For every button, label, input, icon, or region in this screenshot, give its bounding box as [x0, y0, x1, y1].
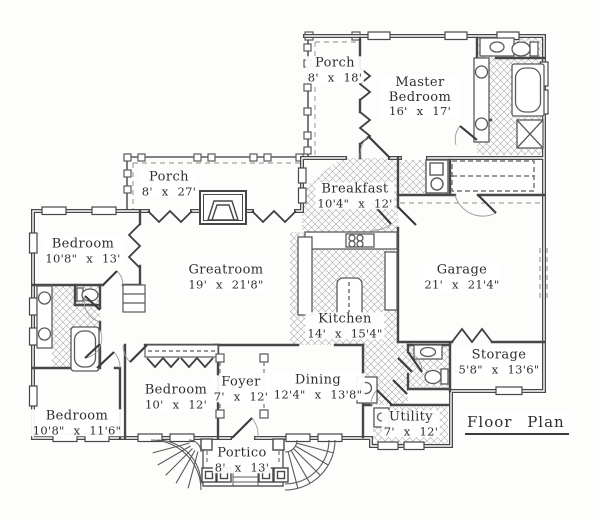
closet-shelves — [122, 160, 535, 358]
doors — [83, 125, 497, 439]
curved-stairs — [150, 439, 336, 491]
kitchen-fixtures — [297, 231, 398, 323]
label-breakfast: Breakfast 10'4" x 12' — [315, 181, 395, 210]
label-kitchen: Kitchen 14' x 15'4" — [305, 311, 385, 340]
label-porch-rear: Porch 8' x 27' — [139, 169, 199, 198]
label-utility: Utility 7' x 12' — [381, 409, 441, 438]
garage-dashes — [400, 202, 548, 300]
hall-bath-fixtures — [413, 344, 449, 385]
label-dining: Dining 12'4" x 13'8" — [271, 372, 365, 401]
plan-title: Floor Plan — [465, 413, 569, 435]
fireplace — [199, 190, 247, 225]
left-bath-fixtures — [36, 285, 100, 372]
label-porch-upper: Porch 8' x 18' — [305, 55, 365, 84]
label-bedroom-left: Bedroom 10'8" x 13' — [43, 236, 123, 265]
label-bedroom-lower: Bedroom 10'8" x 11'6" — [30, 408, 124, 437]
label-storage: Storage 5'8" x 13'6" — [456, 347, 542, 376]
label-master-bedroom: Master Bedroom 16' x 17' — [380, 75, 460, 118]
label-portico: Portico 8' x 13' — [212, 445, 272, 474]
laundry-box — [425, 159, 449, 194]
foyer-columns — [215, 353, 269, 419]
label-bedroom-middle: Bedroom 10' x 12' — [142, 382, 210, 411]
label-garage: Garage 21' x 21'4" — [422, 262, 502, 291]
master-bath-fixtures — [473, 37, 545, 149]
label-foyer: Foyer 7' x 12' — [211, 374, 271, 403]
chevron-doors — [127, 67, 493, 369]
label-greatroom: Greatroom 19' x 21'8" — [186, 262, 266, 291]
